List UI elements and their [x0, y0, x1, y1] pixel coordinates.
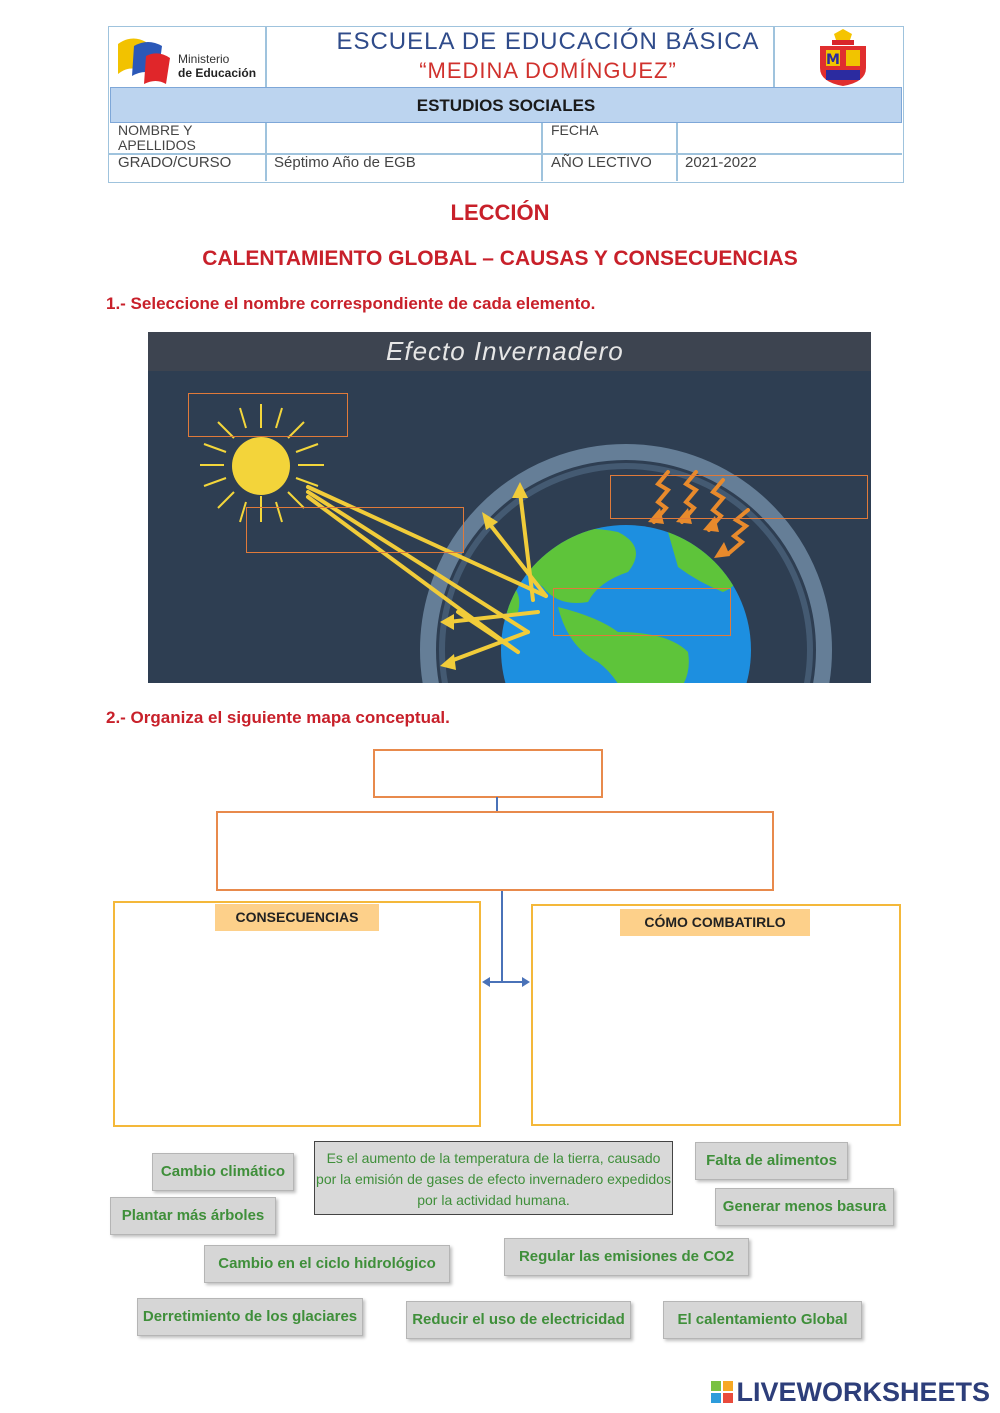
chip-calentamiento-global[interactable]: El calentamiento Global: [663, 1301, 862, 1339]
chip-reducir-electricidad[interactable]: Reducir el uso de electricidad: [406, 1301, 631, 1339]
drop-zone-earth[interactable]: [553, 588, 731, 636]
year-label: AÑO LECTIVO: [551, 154, 652, 171]
school-name-line2: “MEDINA DOMÍNGUEZ”: [419, 58, 677, 83]
grade-value: Séptimo Año de EGB: [274, 154, 416, 171]
sun-rays: [200, 404, 324, 523]
grade-label: GRADO/CURSO: [118, 154, 232, 171]
liveworksheets-text: LIVEWORKSHEETS: [736, 1377, 990, 1407]
chip-generar-menos-basura[interactable]: Generar menos basura: [715, 1188, 894, 1226]
drop-zone-rays[interactable]: [246, 507, 464, 553]
chip-plantar-arboles[interactable]: Plantar más árboles: [110, 1197, 276, 1235]
connector-top: [496, 797, 498, 811]
header-table: [108, 26, 904, 183]
question-1: 1.- Seleccione el nombre correspondiente…: [106, 294, 596, 313]
consequences-box[interactable]: [113, 901, 481, 1127]
chip-definition[interactable]: Es el aumento de la temperatura de la ti…: [314, 1141, 673, 1215]
concept-definition-box[interactable]: [216, 811, 774, 891]
chip-cambio-climatico[interactable]: Cambio climático: [152, 1153, 294, 1191]
connector-middle: [501, 891, 503, 983]
subject-bar: ESTUDIOS SOCIALES: [110, 87, 902, 123]
consequences-tag: CONSECUENCIAS: [215, 904, 379, 931]
liveworksheets-brand[interactable]: LIVEWORKSHEETS: [711, 1377, 990, 1408]
drop-zone-heat[interactable]: [610, 475, 868, 519]
chip-falta-alimentos[interactable]: Falta de alimentos: [695, 1142, 848, 1180]
name-field[interactable]: [266, 123, 541, 151]
ministerio-line1: Ministerio: [178, 52, 230, 66]
ministerio-line2: de Educación: [178, 66, 257, 80]
date-field[interactable]: [677, 123, 902, 151]
date-label: FECHA: [551, 122, 599, 138]
chip-regular-co2[interactable]: Regular las emisiones de CO2: [504, 1238, 749, 1276]
ministerio-logo: Ministerio de Educación: [116, 32, 266, 90]
greenhouse-illustration: Efecto Invernadero: [148, 332, 871, 683]
concept-title-box[interactable]: [373, 749, 603, 798]
year-value: 2021-2022: [685, 154, 757, 171]
chip-derretimiento-glaciares[interactable]: Derretimiento de los glaciares: [137, 1298, 363, 1336]
chip-ciclo-hidrologico[interactable]: Cambio en el ciclo hidrológico: [204, 1245, 450, 1283]
double-arrow-icon: [482, 977, 530, 987]
svg-text:M: M: [826, 52, 840, 68]
name-label: NOMBRE Y APELLIDOS: [118, 122, 196, 153]
lesson-title: LECCIÓN: [450, 200, 550, 225]
question-2: 2.- Organiza el siguiente mapa conceptua…: [106, 708, 450, 727]
lesson-subtitle: CALENTAMIENTO GLOBAL – CAUSAS Y CONSECUE…: [202, 247, 798, 270]
combat-tag: CÓMO COMBATIRLO: [620, 909, 810, 936]
combat-box[interactable]: [531, 904, 901, 1126]
school-name-line1: ESCUELA DE EDUCACIÓN BÁSICA: [336, 28, 760, 55]
liveworksheets-logo-icon: [711, 1379, 734, 1403]
illustration-title: Efecto Invernadero: [386, 336, 624, 366]
school-crest-icon: M: [812, 28, 874, 88]
drop-zone-sun[interactable]: [188, 393, 348, 437]
